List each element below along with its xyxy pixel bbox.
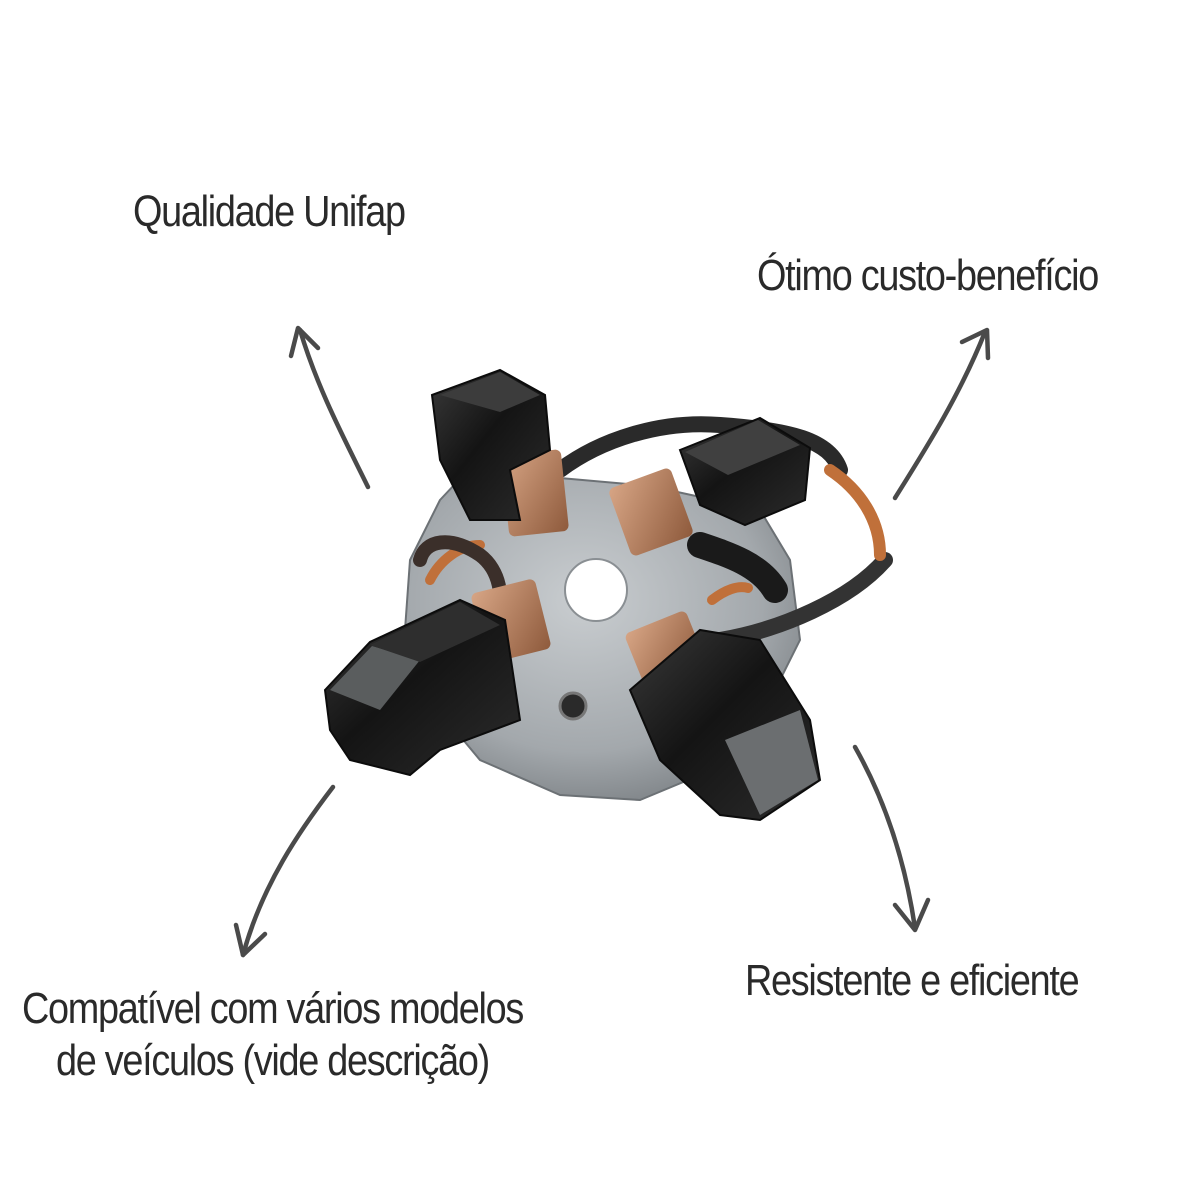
sleeve	[687, 532, 788, 603]
label-compatible-line1: Compatível com vários modelos	[22, 984, 524, 1033]
carbon-brush-top-right	[609, 468, 693, 556]
brush-holder-top-right	[678, 416, 812, 527]
copper-braid	[824, 464, 886, 561]
label-quality: Qualidade Unifap	[133, 187, 406, 236]
label-cost-benefit: Ótimo custo-benefício	[757, 251, 1099, 300]
arrow-top-left-icon	[288, 325, 371, 490]
copper-braid-3	[707, 582, 753, 605]
brush-holder-top-left	[430, 368, 552, 521]
label-resistant: Resistente e eficiente	[745, 956, 1080, 1005]
brush-holder-bottom-right	[628, 628, 822, 822]
arrow-bottom-right-icon	[852, 744, 931, 933]
insulated-wire-2	[712, 552, 893, 648]
insulated-wire	[552, 416, 848, 478]
arrow-bottom-left-icon	[233, 784, 336, 958]
rivet	[558, 691, 588, 721]
arrow-top-right-icon	[892, 327, 991, 501]
center-hole	[564, 558, 628, 622]
brush-holder-bottom-left	[323, 598, 522, 777]
label-compatible: Compatível com vários modelos de veículo…	[22, 983, 524, 1087]
label-compatible-line2: de veículos (vide descrição)	[56, 1035, 490, 1085]
brush-holder-assembly	[323, 368, 893, 822]
